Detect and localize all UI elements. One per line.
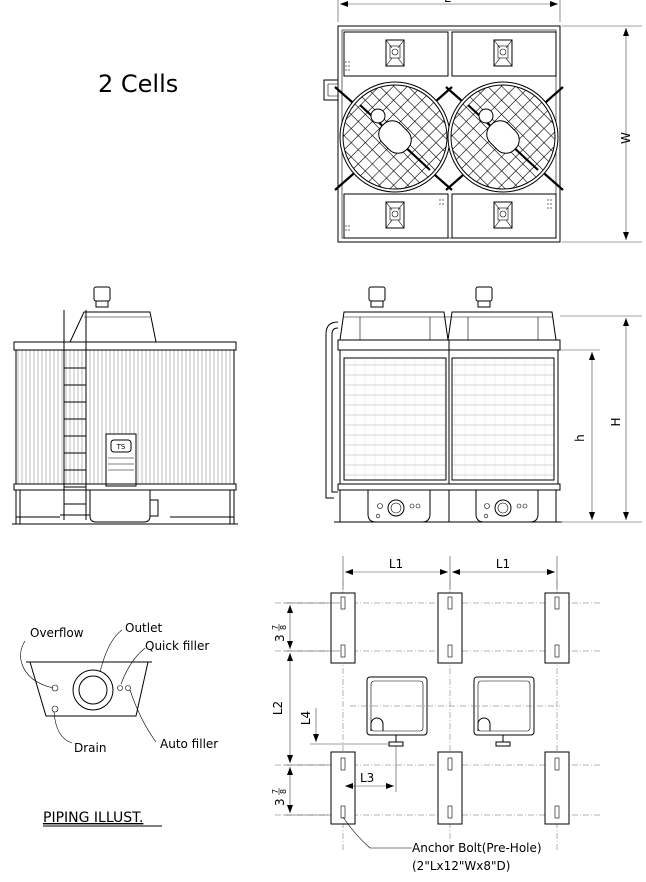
- dimension-l4-label: L4: [299, 711, 313, 725]
- piping-outlet-label: Outlet: [125, 621, 162, 635]
- fan-guard-2: [445, 81, 564, 193]
- dimension-l1-label: L1: [496, 557, 510, 571]
- dimension-l3-label: L3: [360, 771, 374, 785]
- piping-overflow-label: Overflow: [30, 626, 84, 640]
- svg-text:8: 8: [279, 625, 288, 630]
- dimension-h-label: h: [573, 434, 587, 442]
- svg-text:7: 7: [271, 789, 280, 794]
- brand-badge: TS: [116, 443, 126, 451]
- piping-auto-filler-label: Auto filler: [160, 737, 218, 751]
- fan-guard-1: [334, 81, 453, 193]
- panel-motor-icon: [493, 39, 513, 67]
- dimension-w-label: W: [619, 132, 633, 144]
- svg-text:7: 7: [271, 625, 280, 630]
- foundation-plan-view: L1 L1: [271, 556, 600, 873]
- front-elevation-view: TS: [12, 286, 238, 525]
- dimension-3-7-8-top: 3 7 8: [271, 624, 288, 642]
- piping-drain-label: Drain: [74, 741, 106, 755]
- panel-motor-icon: [493, 201, 513, 229]
- panel-motor-icon: [385, 39, 405, 67]
- svg-text:3: 3: [273, 634, 287, 642]
- drawing-title: 2 Cells: [98, 70, 178, 98]
- anchor-bolt-size-label: (2"Lx12"Wx8"D): [412, 859, 510, 873]
- dimension-H-label: H: [609, 417, 623, 426]
- side-elevation-view: h H: [325, 286, 642, 523]
- dimension-3-7-8-bottom: 3 7 8: [271, 788, 288, 806]
- anchor-bolt-holes: [340, 596, 560, 819]
- top-plan-view: L: [323, 0, 642, 243]
- piping-caption: PIPING ILLUST.: [43, 810, 143, 826]
- dimension-l-label: L: [444, 0, 451, 5]
- dimension-l1-label: L1: [389, 557, 403, 571]
- panel-dots: [345, 61, 552, 231]
- svg-text:8: 8: [279, 789, 288, 794]
- anchor-bolt-label: Anchor Bolt(Pre-Hole): [412, 841, 542, 855]
- svg-text:3: 3: [273, 798, 287, 806]
- piping-illustration: Overflow Outlet Quick filler Drain Auto …: [20, 621, 218, 827]
- piping-quick-filler-label: Quick filler: [145, 639, 209, 653]
- panel-motor-icon: [385, 201, 405, 229]
- dimension-l2-label: L2: [271, 701, 285, 715]
